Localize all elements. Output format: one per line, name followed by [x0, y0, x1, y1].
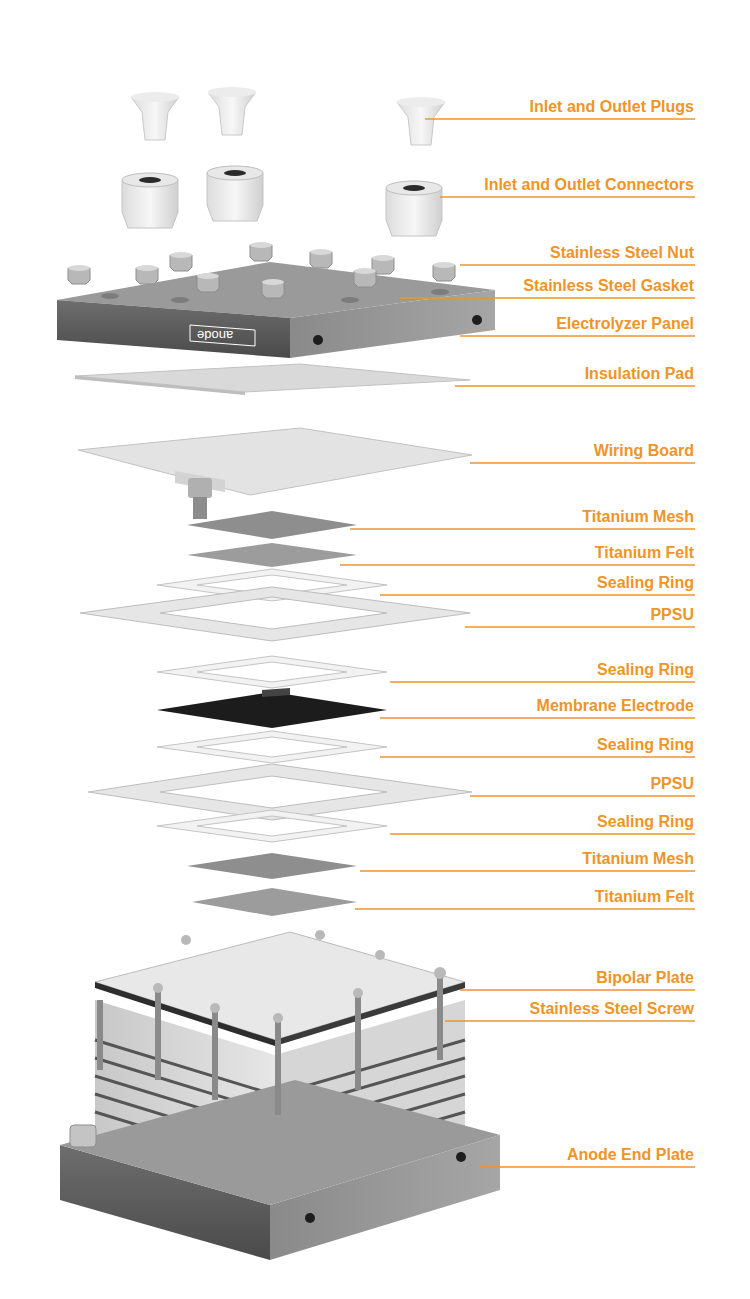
part-label: Inlet and Outlet Connectors: [484, 175, 694, 194]
part-label: Sealing Ring: [597, 573, 694, 592]
part-label: PPSU: [650, 605, 694, 624]
part-label: Electrolyzer Panel: [556, 314, 694, 333]
part-label: Titanium Mesh: [582, 849, 694, 868]
part-label: Inlet and Outlet Plugs: [530, 97, 694, 116]
part-label: Anode End Plate: [567, 1145, 694, 1164]
part-label: Titanium Felt: [595, 887, 694, 906]
part-label: Titanium Felt: [595, 543, 694, 562]
part-label: Insulation Pad: [585, 364, 694, 383]
part-label: Stainless Steel Screw: [529, 999, 694, 1018]
part-label: PPSU: [650, 774, 694, 793]
part-label: Sealing Ring: [597, 812, 694, 831]
part-label: Titanium Mesh: [582, 507, 694, 526]
part-label: Stainless Steel Gasket: [523, 276, 694, 295]
part-label: Bipolar Plate: [596, 968, 694, 987]
part-label: Sealing Ring: [597, 735, 694, 754]
part-label: Sealing Ring: [597, 660, 694, 679]
part-label: Membrane Electrode: [537, 696, 694, 715]
part-label: Wiring Board: [594, 441, 694, 460]
polarity-mark: anode: [197, 328, 233, 343]
part-label: Stainless Steel Nut: [550, 243, 694, 262]
